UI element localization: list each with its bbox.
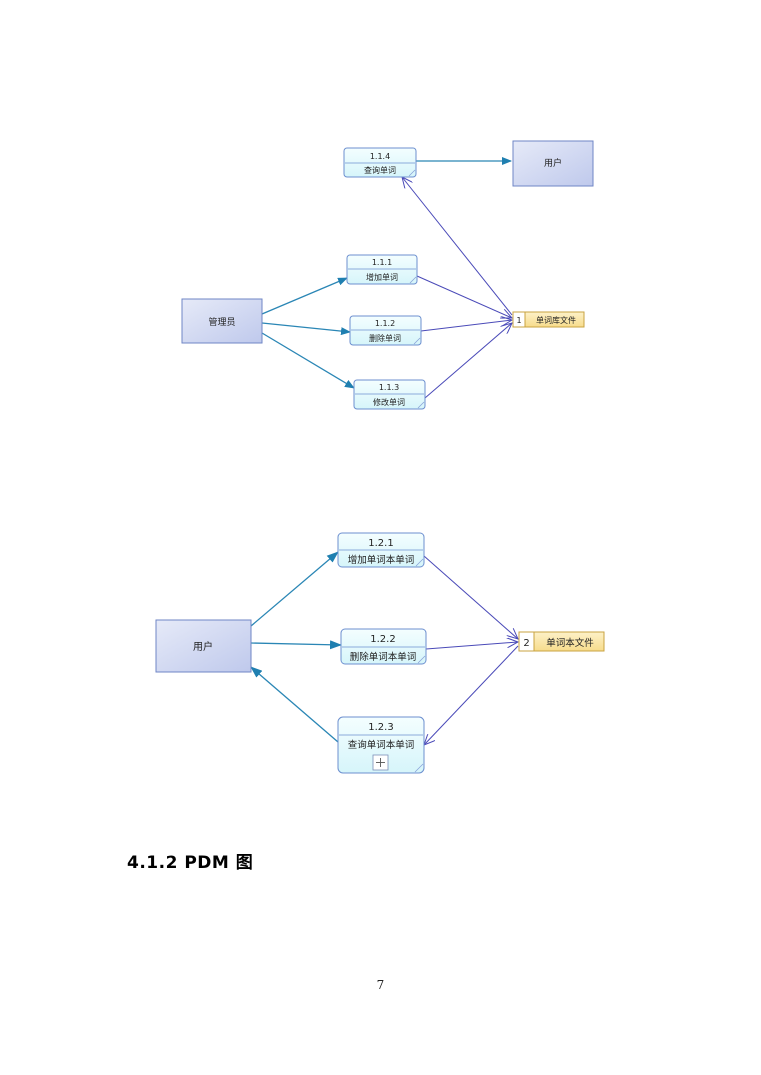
entity-admin-label: 管理员 — [208, 316, 235, 328]
flow-store-to-1.1.4 — [402, 177, 513, 316]
process-1.2.3[interactable]: 1.2.3 查询单词本单词 — [337, 716, 425, 774]
store-word-library[interactable]: 1 单词库文件 — [512, 311, 585, 328]
process-id: 1.2.1 — [368, 538, 393, 549]
entity-user[interactable]: 用户 — [155, 619, 252, 673]
store-wordbook[interactable]: 2 单词本文件 — [518, 631, 605, 652]
flows — [261, 157, 513, 399]
process-label: 查询单词 — [364, 165, 396, 175]
flow-1.2.3-to-user — [250, 666, 339, 743]
process-id: 1.1.1 — [372, 258, 392, 267]
flow-admin-to-1.1.1 — [261, 277, 348, 315]
process-id: 1.2.3 — [368, 722, 393, 733]
entity-user-label: 用户 — [544, 157, 562, 169]
process-id: 1.1.2 — [375, 319, 395, 328]
process-label: 增加单词 — [366, 272, 398, 282]
process-label: 修改单词 — [373, 397, 405, 407]
entity-user-label: 用户 — [193, 640, 213, 653]
entity-user[interactable]: 用户 — [512, 140, 594, 187]
process-label: 增加单词本单词 — [348, 554, 415, 566]
process-label: 查询单词本单词 — [348, 739, 415, 751]
flow-admin-to-1.1.3 — [261, 332, 355, 389]
flow-1.2.2-to-store — [425, 642, 518, 650]
process-1.2.2[interactable]: 1.2.2 删除单词本单词 — [340, 628, 427, 665]
process-1.2.1[interactable]: 1.2.1 增加单词本单词 — [337, 532, 425, 568]
flow-user-to-1.2.2 — [250, 640, 342, 650]
process-1.1.2[interactable]: 1.1.2 删除单词 — [349, 315, 422, 346]
process-label: 删除单词本单词 — [350, 651, 417, 663]
flow-1.1.3-to-store — [424, 323, 512, 399]
section-title: 4.1.2 PDM 图 — [127, 853, 254, 873]
process-id: 1.2.2 — [370, 634, 395, 645]
flow-admin-to-1.1.2 — [261, 322, 351, 336]
process-1.1.3[interactable]: 1.1.3 修改单词 — [353, 379, 426, 410]
flow-store-to-1.2.3 — [424, 645, 519, 745]
process-label: 删除单词 — [369, 333, 401, 343]
process-id: 1.1.4 — [370, 152, 390, 161]
process-1.1.1[interactable]: 1.1.1 增加单词 — [346, 254, 418, 285]
dfd-word-library: 管理员 用户 1.1.4 查询单词 1.1.1 增加单词 1.1.2 删除单词 … — [181, 140, 594, 410]
flow-1.2.1-to-store — [423, 555, 518, 639]
plus-box-icon[interactable] — [372, 754, 389, 771]
process-id: 1.1.3 — [379, 383, 399, 392]
store-label: 单词本文件 — [546, 637, 594, 649]
store-number: 1 — [516, 316, 521, 325]
entity-admin[interactable]: 管理员 — [181, 298, 263, 344]
dfd-wordbook: 用户 1.2.1 增加单词本单词 1.2.2 删除单词本单词 1.2.3 查询单… — [155, 532, 605, 774]
store-number: 2 — [523, 638, 529, 649]
page-number: 7 — [376, 978, 385, 992]
flow-1.1.1-to-store — [416, 275, 512, 318]
flows — [250, 551, 519, 745]
process-1.1.4[interactable]: 1.1.4 查询单词 — [343, 147, 417, 178]
flow-1.1.2-to-store — [420, 320, 512, 332]
flow-user-to-1.2.1 — [250, 551, 339, 627]
store-label: 单词库文件 — [536, 315, 576, 325]
